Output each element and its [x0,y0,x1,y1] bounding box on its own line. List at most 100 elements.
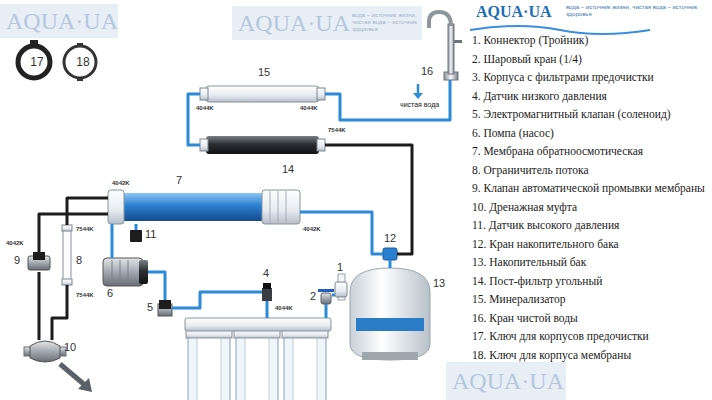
storage-tank [362,352,418,360]
callout-number: 6 [107,288,113,299]
pump [103,258,143,286]
prefilter-housings [185,318,331,331]
prefilter-housings [188,332,230,400]
watermark: AQUA·UA [6,8,118,36]
mineralizer [200,88,208,100]
component-box: 9 [28,252,50,272]
legend-item: 15. Минерализатор [472,293,565,306]
tube-connector [300,212,383,254]
low-pressure-sensor [263,283,271,289]
drain-arrow [60,364,92,392]
fitting-code: 4044K [196,105,214,112]
tube-connector [172,292,262,308]
flow-restrictor [63,227,71,283]
membrane-housing [286,191,287,223]
legend-item: 11. Датчик высокого давления [472,219,619,232]
carbon-postfilter [200,136,325,154]
callout-number: 1 [337,262,343,273]
pump [139,260,148,284]
watermark-panel [0,4,118,38]
callout-number: 9 [14,255,20,266]
membrane-housing [278,191,279,223]
legend-item: 7. Мембрана обратноосмотическая [472,145,643,158]
low-pressure-sensor [262,283,272,301]
storage-tank [350,268,430,360]
ball-valve [318,289,334,304]
component-box: 5 [158,300,172,316]
component-box: 18 [60,42,106,82]
fitting-code: 7544K [328,127,346,134]
component-box: 16 [425,10,460,80]
flow-restrictor [62,225,72,231]
callout-number: 7 [176,175,182,186]
component-box: 7 [108,190,300,224]
storage-tank [350,268,430,360]
fitting-code: 4042K [112,180,130,187]
watermark: AQUA·UA [238,10,350,38]
logo-mark [470,26,650,34]
legend-item: 4. Датчик низкого давления [472,90,607,103]
membrane-housing [108,190,300,224]
wrench-key [77,77,83,81]
drain-saddle [30,341,60,362]
tube-connector [39,214,108,252]
prefilter-housings [185,318,331,400]
callout-number: 8 [76,255,82,266]
callout-number: 17 [14,42,60,82]
membrane-housing [108,190,124,224]
legend-item: 10. Дренажная муфта [472,201,577,214]
watermark-panel [232,6,422,40]
callout-number: 15 [258,67,270,78]
component-box: 15 [200,85,325,103]
membrane-housing [122,193,264,221]
callout-number: 2 [310,291,316,302]
flow-restrictor [62,279,72,285]
faucet [448,24,454,74]
carbon-postfilter [200,139,208,151]
tube-connector [52,285,67,340]
fitting-code: 4042K [6,240,24,247]
solenoid-valve [158,300,172,316]
solenoid-valve [159,300,171,309]
tank-valve [383,248,397,260]
legend-item: 16. Кран чистой воды [472,312,578,325]
fitting-code: 4044K [275,305,293,312]
ball-valve [321,293,331,304]
component-box: 2 [320,292,332,304]
component-box: 1 [335,277,347,297]
callout-number: 16 [421,66,433,77]
layout-tube [267,301,326,318]
flush-valve [28,252,50,270]
component-box: 6 [103,258,148,286]
callout-number: 10 [64,342,76,353]
low-pressure-sensor [262,288,272,301]
tube-connector [111,224,114,258]
callout-number: 11 [145,229,156,240]
fitting-code: 4044K [300,105,318,112]
clean-water-arrow [413,93,423,99]
prefilter-housings [284,332,326,400]
tube-connector [389,260,392,268]
tube-connector [148,272,165,300]
mineralizer [317,88,325,100]
flow-restrictor [62,225,72,285]
prefilter-housings [245,337,269,400]
tee-connector [335,274,347,300]
tank-valve [383,248,397,260]
fitting-code: 7544K [76,292,94,299]
tube-connector [67,198,108,225]
pump [120,260,121,284]
prefilter-housings [197,337,221,400]
logo-mark [470,26,650,34]
legend-item: 6. Помпа (насос) [472,127,554,140]
high-pressure-sensor [130,230,142,242]
callout-number: 14 [282,164,294,175]
tube-connector [38,272,41,340]
component-box: 12 [383,248,397,260]
ball-valve [318,289,334,292]
legend-item: 5. Электромагнитный клапан (соленоид) [472,108,671,121]
pump [112,260,113,284]
logo-text: AQUA·UA [476,3,552,21]
legend-item: 14. Пост-фильтр угольный [472,275,602,288]
drain-saddle [24,341,66,362]
